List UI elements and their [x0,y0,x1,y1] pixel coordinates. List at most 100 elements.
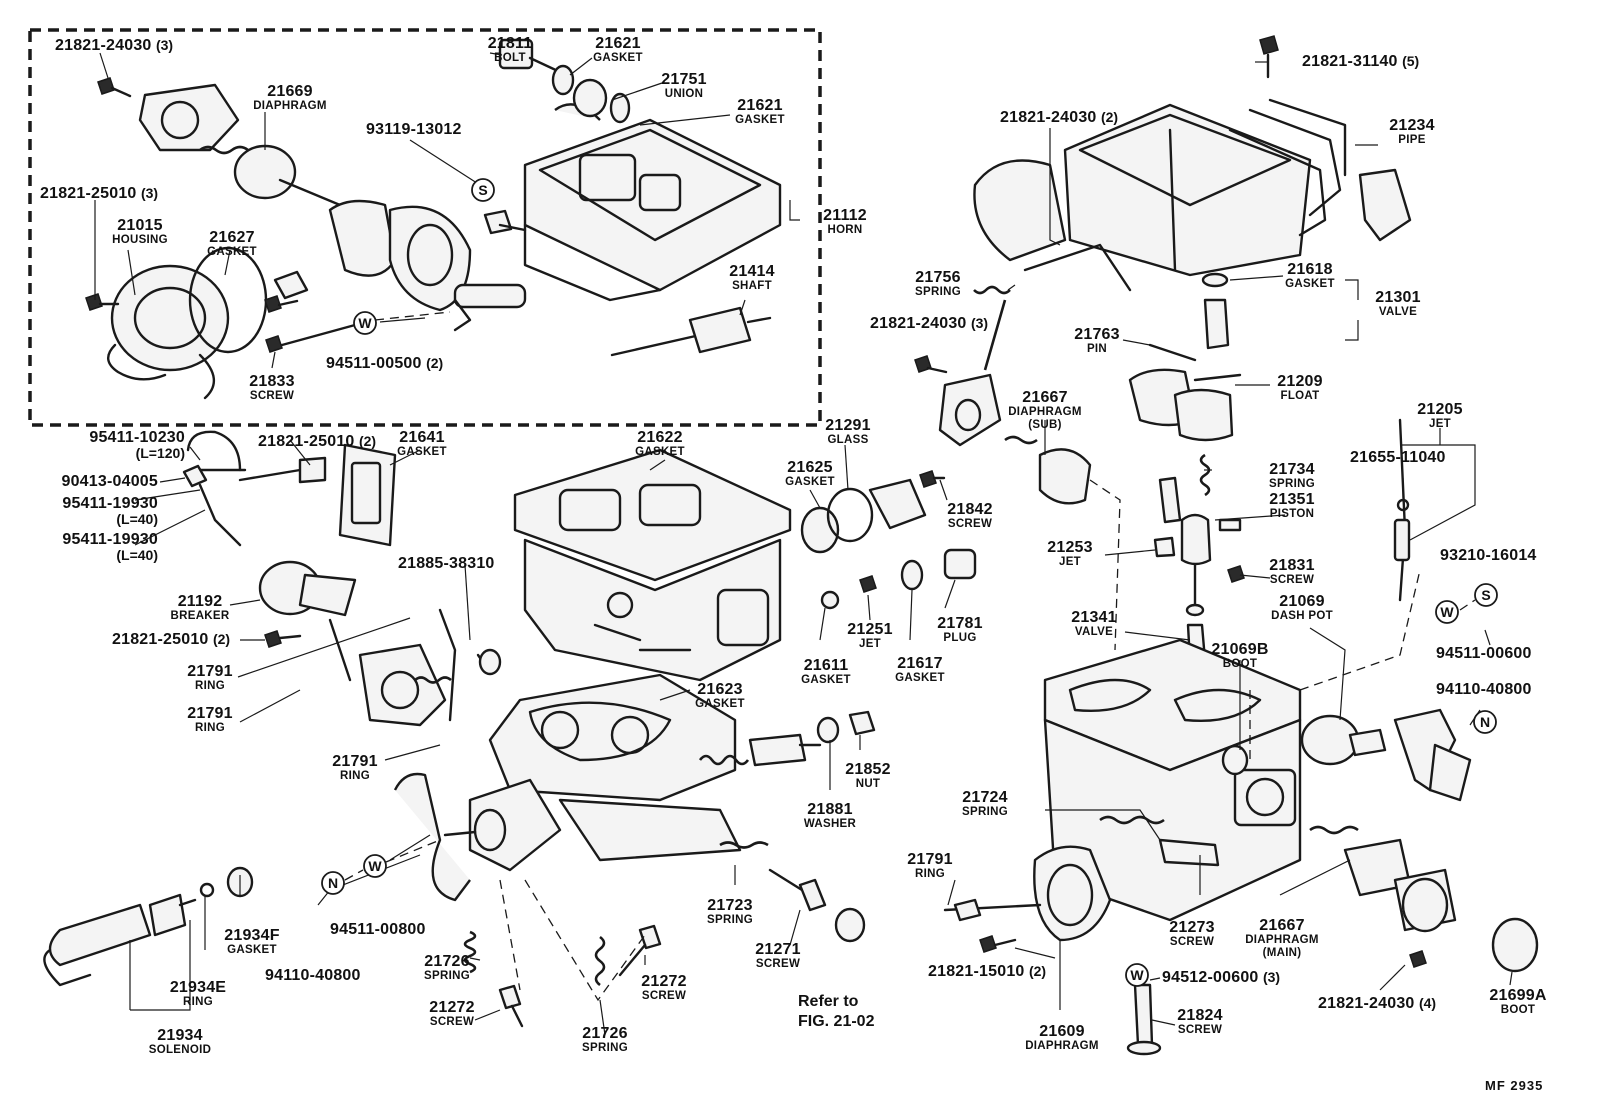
callout-95411-19930-a: 95411-19930(L=40) [62,495,158,527]
throttle-linkage [358,608,502,727]
choke-breaker-housing [107,83,527,400]
svg-text:W: W [1440,604,1454,620]
callout-94110-40800-left: 94110-40800 [265,967,361,984]
air-horn-right [973,35,1412,362]
svg-text:W: W [1130,967,1144,983]
callout-21821-15010-2: 21821-15010 (2) [928,963,1047,980]
figure-number: MF 2935 [1485,1078,1544,1093]
callout-95411-10230: 95411-10230(L=120) [89,429,185,461]
svg-text:W: W [368,858,382,874]
throttle-body [393,673,876,902]
callout-21821-24030-4: 21821-24030 (4) [1318,995,1437,1012]
main-body-right [1043,569,1421,922]
callout-93210-16014: 93210-16014 [1440,547,1537,564]
callout-94511-00600: 94511-00600 [1436,645,1532,662]
callout-94512-00600-3: 94512-00600 (3) [1162,969,1281,986]
callout-21821-24030-3b: 21821-24030 (3) [870,315,989,332]
svg-text:N: N [1480,714,1490,730]
carburetor-body [513,448,792,682]
callout-21821-25010-3: 21821-25010 (3) [40,185,159,202]
callout-93119-13012: 93119-13012 [366,121,462,138]
callout-94511-00500-2: 94511-00500 (2) [326,355,444,372]
solenoid-group [43,866,254,987]
svg-text:W: W [358,315,372,331]
main-diaphragm-group [943,815,1539,1056]
small-screws-top-left [85,77,357,353]
callout-95411-19930-b: 95411-19930(L=40) [62,531,158,563]
callout-94511-00800: 94511-00800 [330,921,426,938]
callout-21885-38310: 21885-38310 [398,555,495,572]
callout-21821-25010-2b: 21821-25010 (2) [112,631,231,648]
callout-90413-04005: 90413-04005 [61,473,158,490]
callout-94110-40800-right: 94110-40800 [1436,681,1532,698]
svg-text:N: N [328,875,338,891]
leader-lines [94,52,1513,1036]
callout-21821-24030-3: 21821-24030 (3) [55,37,174,54]
symbol-badges: S W S W N N W W [321,178,1498,987]
horn-carburetor-top [483,38,782,357]
callout-21821-25010-2a: 21821-25010 (2) [258,433,377,450]
callout-21821-24030-2: 21821-24030 (2) [1000,109,1119,126]
sight-glass-parts [800,470,977,610]
hoses-breaker-group [182,430,397,682]
callout-21655-11040: 21655-11040 [1350,449,1446,466]
